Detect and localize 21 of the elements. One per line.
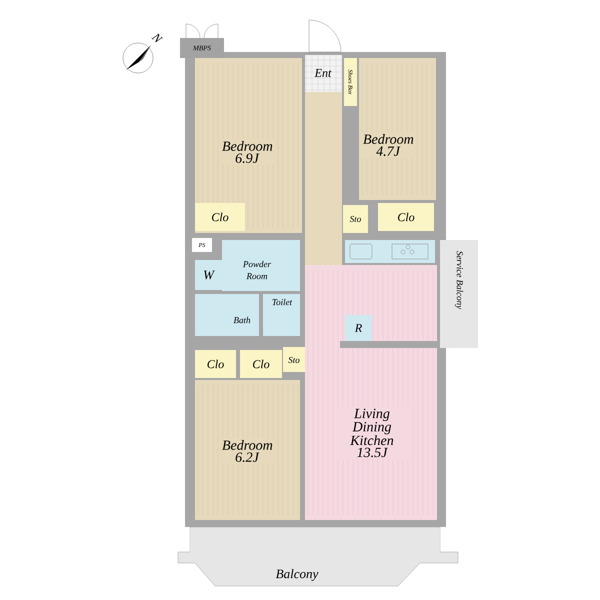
closet-box: Clo	[195, 203, 245, 231]
hallway-floor	[305, 92, 342, 265]
node-label: Balcony	[276, 569, 318, 581]
node-label: Sto	[288, 356, 300, 364]
closet-box: Clo	[195, 350, 236, 378]
room: Bedroom 4.7J	[359, 58, 436, 200]
node-label: Powder Room	[242, 260, 272, 280]
refrigerator-space: R	[345, 315, 372, 341]
north-label: N	[151, 33, 163, 42]
storage-box: Sto	[343, 205, 368, 233]
closet-box: Clo	[378, 203, 434, 231]
entrance-area: Ent	[304, 54, 342, 92]
node-label: W	[204, 270, 215, 280]
balcony-area: Balcony	[190, 528, 440, 581]
washer-area: W	[195, 260, 222, 290]
node-label: Clo	[253, 360, 270, 368]
balcony-area: Service Balcony	[440, 240, 478, 348]
toilet-room: Toilet	[263, 294, 300, 336]
bathroom: Bath	[195, 294, 259, 336]
storage-box: Sto	[283, 347, 305, 372]
room: Bedroom 6.2J	[195, 380, 300, 520]
